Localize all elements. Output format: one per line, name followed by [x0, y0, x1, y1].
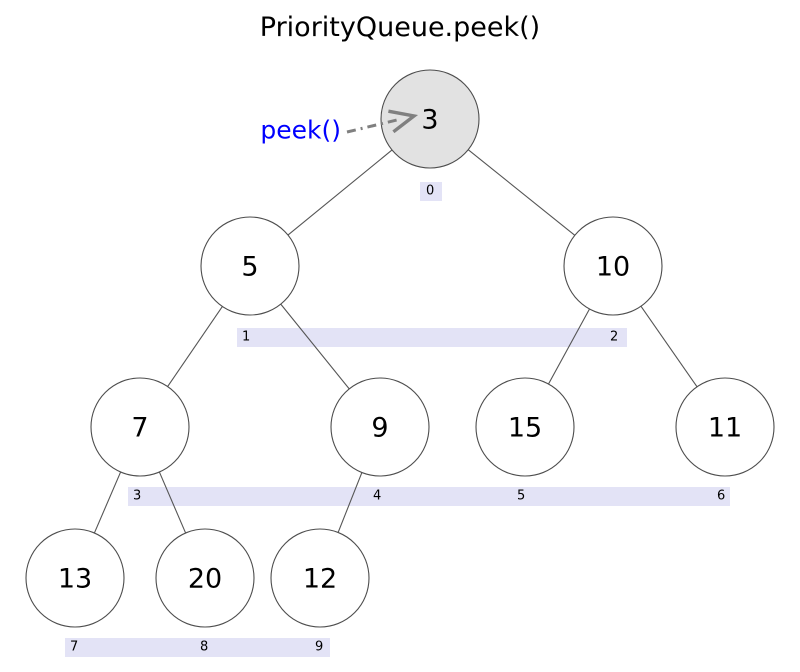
index-label: 3: [133, 489, 141, 504]
node-value-label: 13: [58, 564, 92, 595]
peek-annotation-layer: peek(): [260, 109, 419, 145]
tree-node[interactable]: 10: [563, 216, 663, 316]
node-value-label: 10: [596, 252, 630, 283]
index-band: [65, 638, 330, 657]
node-value-label: 15: [508, 413, 542, 444]
peek-arrow-head-icon: [388, 109, 419, 134]
index-label: 2: [610, 330, 618, 345]
tree-edges-layer: [93, 148, 699, 535]
node-circle[interactable]: [675, 377, 775, 477]
tree-edge: [547, 307, 591, 386]
tree-edge: [639, 305, 699, 388]
index-label: 5: [517, 489, 525, 504]
index-label: 4: [373, 489, 381, 504]
node-circle[interactable]: [25, 528, 125, 628]
tree-node[interactable]: 11: [675, 377, 775, 477]
node-circle-highlighted[interactable]: [380, 69, 480, 169]
tree-node[interactable]: 15: [475, 377, 575, 477]
node-value-label: 3: [421, 105, 438, 136]
index-label: 1: [242, 330, 250, 345]
node-value-label: 9: [371, 413, 388, 444]
node-value-label: 7: [131, 413, 148, 444]
tree-edge: [467, 148, 576, 237]
node-circle[interactable]: [330, 377, 430, 477]
index-label: 8: [200, 640, 208, 655]
index-label: 7: [70, 640, 78, 655]
tree-edge: [158, 470, 187, 535]
node-circle[interactable]: [475, 377, 575, 477]
node-circle[interactable]: [270, 528, 370, 628]
node-circle[interactable]: [563, 216, 663, 316]
tree-node[interactable]: 5: [200, 216, 300, 316]
tree-node[interactable]: 9: [330, 377, 430, 477]
index-label: 0: [426, 184, 434, 199]
node-value-label: 5: [241, 252, 258, 283]
node-value-label: 20: [188, 564, 222, 595]
tree-node[interactable]: 12: [270, 528, 370, 628]
index-band: [420, 182, 442, 201]
tree-edge: [337, 471, 363, 534]
node-circle[interactable]: [200, 216, 300, 316]
index-label: 6: [717, 489, 725, 504]
node-circle[interactable]: [90, 377, 190, 477]
tree-edge: [286, 148, 394, 237]
node-circle[interactable]: [155, 528, 255, 628]
tree-edge: [279, 303, 351, 390]
tree-node[interactable]: 13: [25, 528, 125, 628]
index-label: 9: [315, 640, 323, 655]
tree-node[interactable]: 3: [380, 69, 480, 169]
peek-annotation-label: peek(): [260, 116, 341, 145]
page-title: PriorityQueue.peek(): [259, 12, 541, 43]
node-value-label: 11: [708, 413, 742, 444]
node-value-label: 12: [303, 564, 337, 595]
tree-node[interactable]: 7: [90, 377, 190, 477]
peek-arrow-line: [346, 118, 398, 134]
index-band: [237, 328, 627, 347]
index-band: [128, 487, 730, 506]
tree-node[interactable]: 20: [155, 528, 255, 628]
tree-edge: [93, 470, 122, 535]
tree-edge: [166, 305, 224, 388]
